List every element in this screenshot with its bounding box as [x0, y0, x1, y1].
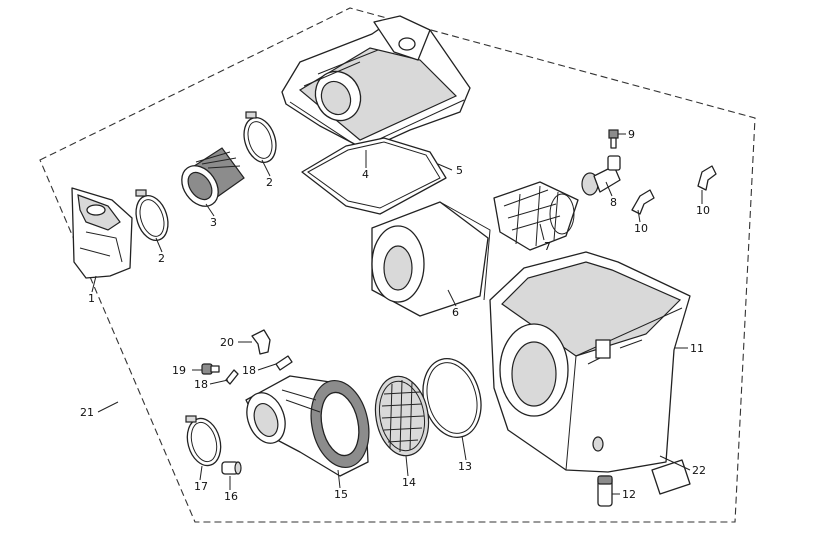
assembly-outline: [39, 7, 756, 523]
part-22-label: [651, 459, 691, 495]
callout-9: 9: [628, 128, 635, 141]
part-15-intake-tube: [245, 375, 370, 477]
part-17-clamp: [185, 415, 222, 467]
callout-labels: 1 2 2 3 4 5 6 7 8 9 10 10 11 12 13 14 15…: [80, 128, 710, 503]
part-19-fitting: [201, 363, 220, 375]
callout-17: 17: [194, 480, 208, 493]
callout-8: 8: [610, 196, 617, 209]
part-20-elbow-fitting: [251, 329, 271, 355]
callout-6: 6: [452, 306, 459, 319]
part-3-rubber-connector: [181, 147, 245, 207]
part-2-clamp-left: [135, 189, 169, 242]
part-9-bolt: [608, 129, 619, 149]
callout-20: 20: [220, 336, 234, 349]
part-16-nipple: [221, 461, 242, 475]
callout-7: 7: [544, 240, 551, 253]
callout-19: 19: [172, 364, 186, 377]
callout-5: 5: [456, 164, 463, 177]
callout-18: 18: [194, 378, 208, 391]
callout-2: 2: [158, 252, 165, 265]
callout-3: 3: [210, 216, 217, 229]
callout-18: 18: [242, 364, 256, 377]
part-6-filter-element: [371, 201, 491, 317]
part-10-hose-clip-a: [631, 189, 655, 215]
callout-1: 1: [88, 292, 95, 305]
callout-21: 21: [80, 406, 94, 419]
part-10-hose-clip-b: [697, 165, 717, 191]
callout-13: 13: [458, 460, 472, 473]
callout-12: 12: [622, 488, 636, 501]
part-7-filter-cage: [493, 181, 579, 251]
callout-10: 10: [696, 204, 710, 217]
part-4-filter-cover: [281, 15, 471, 151]
callout-4: 4: [362, 168, 369, 181]
part-18-clip-a: [225, 369, 239, 385]
part-1-inlet-duct: [71, 187, 133, 279]
part-2-clamp-right: [243, 111, 277, 164]
callout-11: 11: [690, 342, 704, 355]
callout-16: 16: [224, 490, 238, 503]
part-18-clip-b: [275, 355, 293, 371]
callout-15: 15: [334, 488, 348, 501]
part-11-air-box: [489, 251, 691, 473]
part-8-elbow: [581, 155, 621, 196]
callout-22: 22: [692, 464, 706, 477]
leader-lines: [91, 133, 703, 495]
part-5-gasket: [301, 137, 447, 215]
part-12-drain-plug: [597, 475, 613, 507]
callout-2: 2: [266, 176, 273, 189]
callout-14: 14: [402, 476, 416, 489]
part-14-screen: [374, 375, 430, 457]
callout-10: 10: [634, 222, 648, 235]
